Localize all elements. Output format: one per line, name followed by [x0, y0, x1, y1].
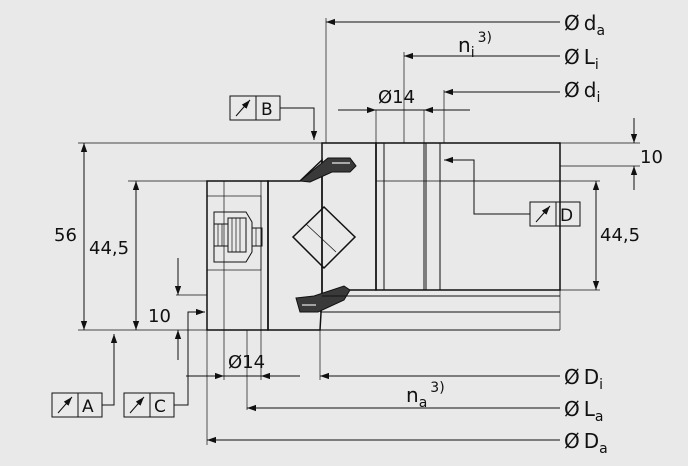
- bearing-section: [206, 142, 561, 331]
- datum-label-d: D: [560, 206, 573, 226]
- svg-text:ØLa: ØLa: [564, 397, 604, 425]
- svg-text:ni3): ni3): [458, 30, 492, 61]
- svg-text:ØDa: ØDa: [564, 429, 608, 457]
- svg-text:ØLi: ØLi: [564, 45, 599, 73]
- svg-text:ØDi: ØDi: [564, 365, 603, 393]
- extension-lines: [78, 18, 640, 445]
- outer-ring-flange: [206, 180, 269, 331]
- dim-bottom-ten: 10: [148, 306, 171, 327]
- dim-hole-top: Ø14: [378, 87, 415, 108]
- datum-label-a: A: [82, 397, 94, 417]
- grease-nipple: [206, 195, 263, 271]
- svg-text:Øda: Øda: [564, 11, 605, 39]
- datum-frame-d: D: [444, 156, 581, 227]
- datum-frame-c: C: [123, 308, 205, 418]
- inner-ring-plate: [375, 142, 561, 291]
- datum-frame-a: A: [51, 334, 118, 418]
- seal-top: [298, 157, 357, 183]
- dim-na: na3): [406, 380, 445, 411]
- dim-inner-height-left: 44,5: [89, 238, 129, 259]
- inner-ring: [321, 142, 377, 297]
- dim-hole-bottom: Ø14: [228, 352, 265, 373]
- datum-label-b: B: [261, 100, 273, 120]
- dim-height: 56: [54, 225, 77, 246]
- datum-frame-b: B: [229, 95, 318, 140]
- crossed-roller: [291, 205, 357, 270]
- seal-bottom: [295, 285, 351, 313]
- dimension-lines: [80, 18, 638, 444]
- datum-label-c: C: [154, 397, 166, 417]
- svg-text:Ødi: Ødi: [564, 78, 600, 106]
- svg-text:na3): na3): [406, 380, 445, 411]
- dim-top-ten: 10: [640, 147, 663, 168]
- dim-inner-height-right: 44,5: [600, 225, 640, 246]
- dim-ni: ni3): [458, 30, 492, 61]
